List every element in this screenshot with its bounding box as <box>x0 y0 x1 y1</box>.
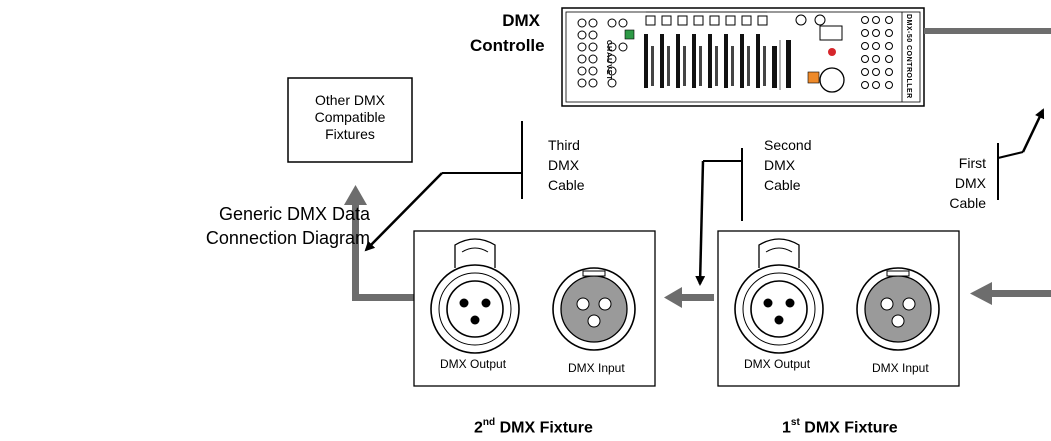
into-first-fixture-arrow <box>970 282 1051 305</box>
controller-top-buttons <box>645 11 768 26</box>
first-cable-stub <box>997 151 1024 159</box>
controller-model: DMX-50 CONTROLLER <box>905 14 912 99</box>
second-fixture-output-connector <box>430 238 520 354</box>
controller-display <box>819 25 843 41</box>
first-fixture-input-connector <box>856 267 940 351</box>
diagram-title: Generic DMX Data Connection Diagram <box>205 204 370 248</box>
dmx-controller-device <box>561 7 925 107</box>
other-fixtures-label: Other DMX Compatible Fixtures <box>314 92 386 142</box>
second-fixture-input-label: DMX Input <box>568 361 625 375</box>
second-fixture-title: 2nd DMX Fixture <box>474 417 593 437</box>
second-fixture-output-label: DMX Output <box>440 357 507 371</box>
third-cable-arrow <box>364 172 443 252</box>
first-cable-label: First DMX Cable <box>949 155 986 211</box>
controller-output-line <box>924 28 1051 34</box>
controller-faders <box>644 34 791 90</box>
controller-red-button <box>828 48 836 56</box>
controller-logo: CHAUVET <box>605 40 612 81</box>
first-fixture-title: 1st DMX Fixture <box>782 417 898 437</box>
second-cable-arrow <box>695 160 706 286</box>
first-to-second-arrow <box>664 287 714 308</box>
first-fixture-output-connector <box>734 238 824 354</box>
controller-jog-wheel <box>819 67 845 93</box>
controller-label: DMX Controlle <box>470 11 545 55</box>
controller-right-buttons <box>861 16 893 89</box>
second-cable-label: Second DMX Cable <box>764 137 812 193</box>
other-fixtures-box <box>287 77 413 163</box>
third-cable-label: Third DMX Cable <box>548 137 585 193</box>
second-fixture-panel <box>413 230 656 387</box>
first-fixture-input-label: DMX Input <box>872 361 929 375</box>
controller-scanner-buttons <box>577 18 628 88</box>
first-fixture-output-label: DMX Output <box>744 357 811 371</box>
controller-knob-right <box>814 14 826 26</box>
first-cable-arrow <box>1021 108 1045 153</box>
controller-knob-left <box>795 14 807 26</box>
second-output-up-arrow <box>344 185 414 301</box>
first-fixture-panel <box>717 230 960 387</box>
second-fixture-input-connector <box>552 267 636 351</box>
controller-orange-button <box>807 71 820 84</box>
controller-green-button <box>624 29 635 40</box>
